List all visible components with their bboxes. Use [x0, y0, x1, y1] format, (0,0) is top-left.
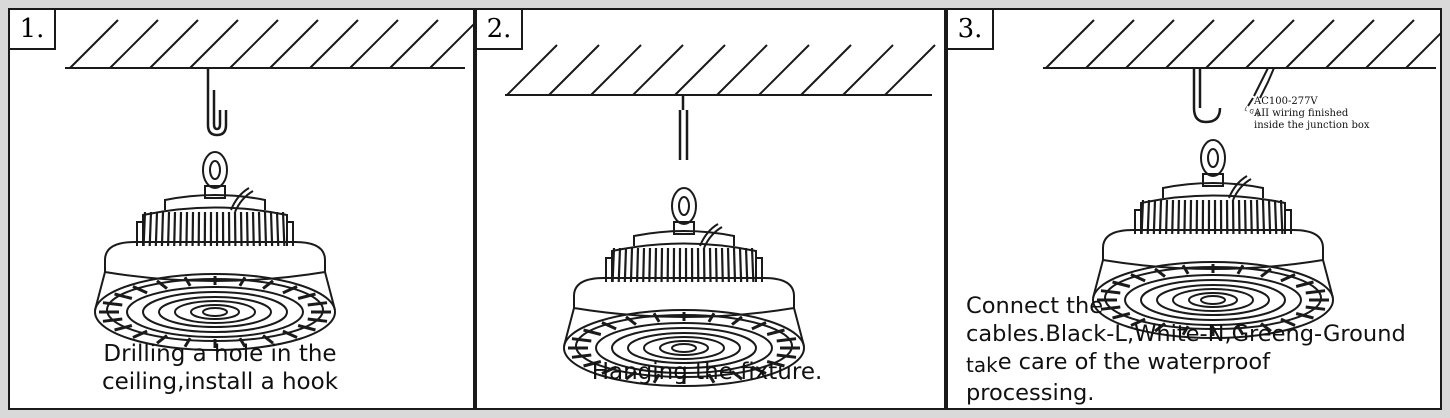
- caption-line: take care of the waterproof: [966, 348, 1440, 379]
- step-number: 2.: [477, 10, 523, 50]
- step-3-illustration: L G N: [1043, 19, 1440, 339]
- caption-fragment: tak: [966, 353, 998, 377]
- hook-icon: [1192, 68, 1222, 124]
- cable-icon: [1247, 67, 1275, 107]
- caption-line: ceiling,install a hook: [101, 369, 339, 395]
- high-bay-lamp-icon: [563, 187, 805, 387]
- caption-line: Connect the: [966, 293, 1104, 319]
- heatsink-fins: [142, 211, 286, 247]
- caption-fragment: e care of the waterproof: [997, 349, 1271, 375]
- hook-icon: [206, 68, 228, 137]
- caption-line: Hanging the fixture.: [591, 359, 823, 385]
- caption-line: processing.: [966, 380, 1095, 406]
- note-line: AC100-277V: [1254, 96, 1318, 107]
- note-line: inside the junction box: [1254, 120, 1370, 131]
- step-3-panel: 3. L G N AC100-277V AII wiring finished …: [946, 8, 1442, 410]
- step-number: 1.: [10, 10, 56, 50]
- caption-line: cables.Black-L,White-N,Greeng-Ground: [966, 321, 1406, 347]
- wiring-note: AC100-277V AII wiring finished inside th…: [1254, 96, 1370, 132]
- hook-icon: [678, 95, 689, 160]
- ceiling-hatch-icon: [65, 19, 473, 69]
- step-3-caption: Connect the cables.Black-L,White-N,Green…: [966, 292, 1440, 407]
- step-1-illustration: [65, 19, 473, 351]
- step-1-panel: 1. Drilling a hole in the ceiling,instal…: [8, 8, 475, 410]
- caption-line: Drilling a hole in the: [103, 341, 337, 367]
- high-bay-lamp-icon: [1092, 139, 1334, 339]
- heatsink-fins: [611, 247, 755, 283]
- step-2-caption: Hanging the fixture.: [557, 358, 857, 386]
- high-bay-lamp-icon: [94, 151, 336, 351]
- ceiling-hatch-icon: [505, 44, 936, 96]
- step-2-illustration: [505, 44, 936, 387]
- step-number: 3.: [948, 10, 994, 50]
- heatsink-fins: [1140, 199, 1284, 235]
- ceiling-hatch-icon: [1043, 19, 1440, 69]
- note-line: AII wiring finished: [1254, 108, 1349, 119]
- step-1-caption: Drilling a hole in the ceiling,install a…: [70, 340, 370, 396]
- step-2-panel: 2. Hanging the fixture.: [475, 8, 946, 410]
